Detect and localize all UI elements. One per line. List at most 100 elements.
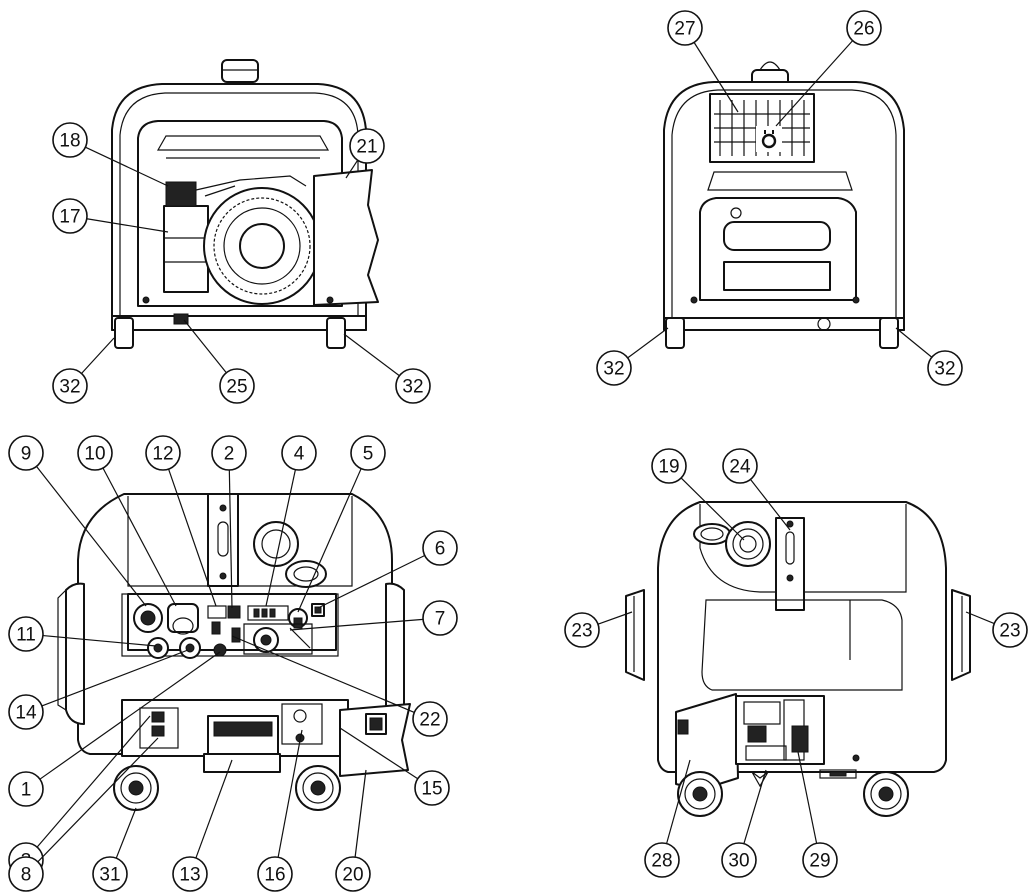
callout-label: 20 bbox=[342, 865, 363, 886]
callout-label: 14 bbox=[15, 703, 37, 724]
rear-view-drawing bbox=[663, 61, 905, 349]
callout-label: 31 bbox=[99, 865, 120, 886]
leader-line bbox=[183, 319, 227, 374]
callout-circle bbox=[77, 435, 113, 471]
callout-circle bbox=[8, 616, 44, 652]
callout-circle bbox=[564, 612, 600, 648]
callout-circle bbox=[52, 122, 88, 158]
callout-circle bbox=[644, 842, 680, 878]
callout-label: 8 bbox=[21, 865, 32, 886]
leader-line bbox=[195, 759, 233, 859]
callout-label: 4 bbox=[294, 444, 305, 465]
callout-label: 29 bbox=[809, 851, 830, 872]
callout-label: 30 bbox=[728, 851, 749, 872]
callout-label: 24 bbox=[729, 457, 751, 478]
leader-line bbox=[895, 327, 933, 358]
callout-circle bbox=[422, 530, 458, 566]
leader-line bbox=[627, 327, 669, 359]
leader-line bbox=[743, 769, 767, 844]
callout-circle bbox=[8, 771, 44, 807]
callout-label: 17 bbox=[59, 207, 80, 228]
callout-circle bbox=[349, 128, 385, 164]
callout-label: 25 bbox=[226, 377, 247, 398]
callout-circle bbox=[172, 856, 208, 892]
leader-line bbox=[37, 737, 159, 863]
leader-line bbox=[167, 468, 217, 607]
leader-line bbox=[597, 611, 633, 625]
callout-label: 19 bbox=[658, 457, 679, 478]
leader-line bbox=[749, 479, 791, 531]
rear-view-callouts: 27 26 32 32 bbox=[596, 10, 963, 386]
leader-line bbox=[36, 715, 151, 848]
callout-circle bbox=[596, 350, 632, 386]
callout-label: 15 bbox=[421, 779, 442, 800]
callout-circle bbox=[927, 350, 963, 386]
callout-circle bbox=[145, 435, 181, 471]
leader-line bbox=[680, 477, 745, 541]
callout-label: 11 bbox=[16, 625, 36, 646]
callout-circle bbox=[802, 842, 838, 878]
callout-circle bbox=[722, 448, 758, 484]
leader-line bbox=[115, 807, 137, 859]
callout-circle bbox=[211, 435, 247, 471]
leader-line bbox=[81, 337, 115, 374]
callout-label: 32 bbox=[603, 359, 624, 380]
callout-label: 7 bbox=[435, 609, 446, 630]
callout-circle bbox=[92, 856, 128, 892]
leader-line bbox=[277, 729, 303, 858]
callout-label: 9 bbox=[21, 444, 32, 465]
callout-label: 27 bbox=[674, 19, 695, 40]
leader-line bbox=[297, 468, 362, 613]
leader-line bbox=[775, 40, 854, 127]
callout-label: 2 bbox=[224, 444, 235, 465]
callout-label: 28 bbox=[651, 851, 672, 872]
callout-circle bbox=[8, 694, 44, 730]
callout-circle bbox=[395, 368, 431, 404]
callout-circle bbox=[667, 10, 703, 46]
leader-line bbox=[228, 469, 233, 609]
callout-circle bbox=[8, 435, 44, 471]
callout-label: 6 bbox=[435, 539, 446, 560]
callout-label: 13 bbox=[179, 865, 200, 886]
leader-line bbox=[86, 218, 169, 233]
leader-line bbox=[289, 618, 424, 631]
callout-label: 32 bbox=[934, 359, 955, 380]
leader-line bbox=[36, 466, 147, 607]
leader-line bbox=[693, 42, 739, 113]
leader-line bbox=[39, 651, 221, 780]
callout-circle bbox=[846, 10, 882, 46]
callout-circle bbox=[257, 856, 293, 892]
callout-circle bbox=[992, 612, 1028, 648]
callout-layer: 1821173225322726323291012245611714221315… bbox=[8, 10, 1028, 892]
leader-line bbox=[85, 146, 169, 187]
leader-line bbox=[343, 333, 400, 377]
callout-circle bbox=[281, 435, 317, 471]
callout-circle bbox=[350, 435, 386, 471]
callout-label: 23 bbox=[999, 621, 1020, 642]
callout-label: 32 bbox=[59, 377, 80, 398]
callout-circle bbox=[335, 856, 371, 892]
callout-circle bbox=[52, 198, 88, 234]
front-view-drawing bbox=[111, 59, 379, 349]
callout-label: 12 bbox=[152, 444, 173, 465]
callout-label: 10 bbox=[84, 444, 105, 465]
callout-label: 22 bbox=[419, 710, 440, 731]
leader-line bbox=[666, 759, 691, 844]
leader-line bbox=[345, 159, 359, 179]
callout-circle bbox=[8, 856, 44, 892]
leader-line bbox=[965, 611, 995, 625]
callout-circle bbox=[219, 368, 255, 404]
control-panel-view-drawing bbox=[57, 493, 411, 811]
callout-label: 18 bbox=[59, 131, 80, 152]
leader-line bbox=[317, 554, 426, 609]
callout-label: 26 bbox=[853, 19, 874, 40]
leader-line bbox=[42, 634, 157, 647]
callout-label: 1 bbox=[21, 780, 32, 801]
callout-label: 5 bbox=[363, 444, 374, 465]
callout-circle bbox=[52, 368, 88, 404]
leader-line bbox=[41, 649, 189, 707]
